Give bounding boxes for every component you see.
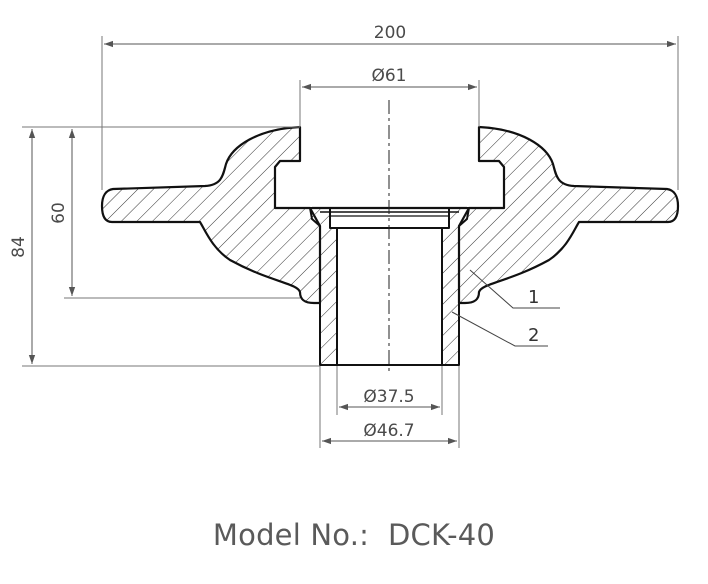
dim-top-bore: Ø61 bbox=[371, 66, 406, 86]
dim-inner-diameter: Ø37.5 bbox=[363, 387, 414, 407]
dim-outer-diameter: Ø46.7 bbox=[363, 421, 414, 441]
model-label: Model No.: bbox=[212, 518, 370, 552]
dim-height-total: 84 bbox=[9, 236, 29, 258]
flange-left-section bbox=[100, 125, 322, 305]
dim-height-flange: 60 bbox=[49, 202, 69, 224]
dim-overall-width: 200 bbox=[374, 23, 406, 43]
leader-line-part1 bbox=[469, 269, 560, 309]
part-label-2: 2 bbox=[528, 325, 539, 346]
leader-line-part2 bbox=[451, 311, 548, 347]
model-value: DCK-40 bbox=[387, 518, 496, 552]
model-number: Model No.: DCK-40 bbox=[0, 518, 708, 552]
flange-right-section bbox=[457, 125, 680, 305]
part-label-1: 1 bbox=[528, 287, 539, 308]
